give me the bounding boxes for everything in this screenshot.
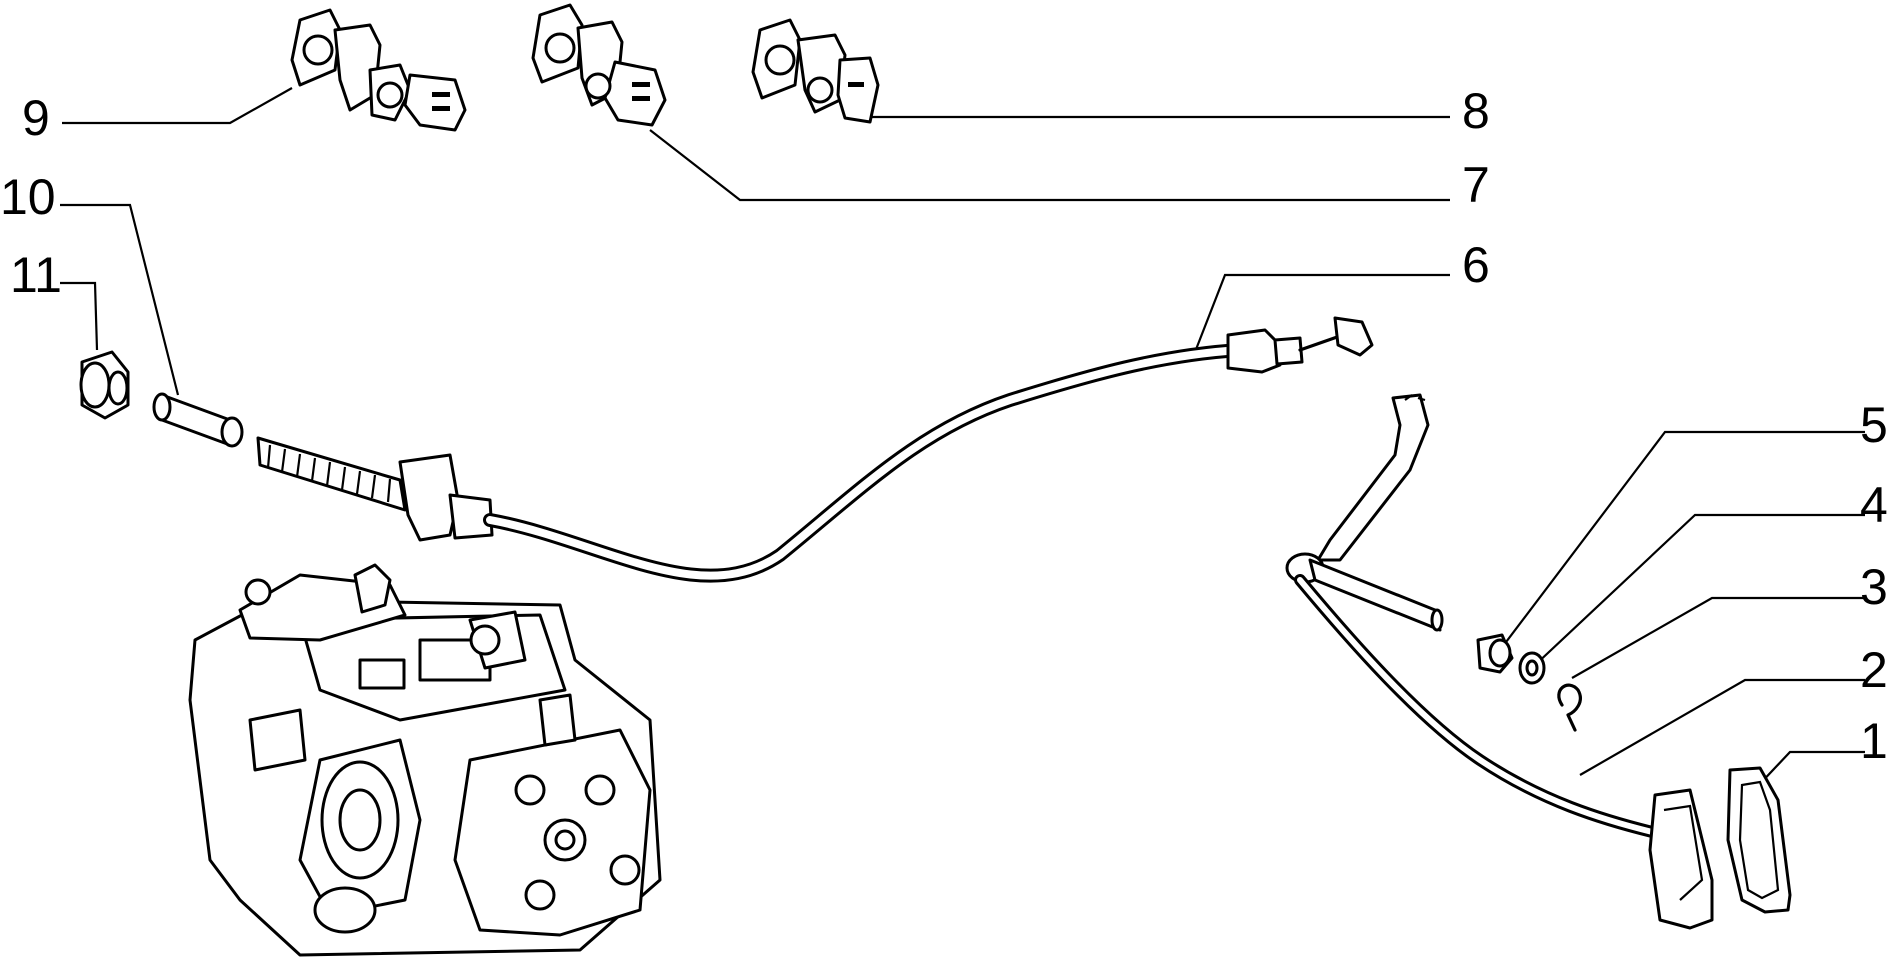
leader-4	[1532, 513, 1865, 668]
leader-7	[649, 129, 1450, 202]
bush-5	[1476, 633, 1514, 674]
leader-5	[1499, 430, 1865, 651]
leader-6	[1193, 273, 1450, 353]
leader-11	[60, 281, 99, 351]
callout-5: 5	[1860, 397, 1888, 453]
callout-11: 11	[10, 247, 62, 303]
washer-4	[1518, 651, 1546, 685]
callout-8: 8	[1462, 83, 1490, 139]
callout-3: 3	[1860, 559, 1888, 615]
callout-1: 1	[1860, 713, 1888, 769]
leader-9	[62, 87, 293, 125]
leader-2	[1579, 678, 1865, 776]
throttle-cable-6	[256, 316, 1374, 583]
callout-10: 10	[0, 169, 56, 225]
callout-2: 2	[1860, 642, 1888, 698]
callout-4: 4	[1860, 477, 1888, 533]
cable-clip-9	[290, 8, 467, 132]
cable-clip-8	[751, 18, 880, 124]
leader-3	[1571, 596, 1865, 679]
callout-9: 9	[22, 90, 50, 146]
injection-pump	[188, 563, 662, 957]
leader-10	[60, 203, 180, 396]
pedal-pad-1	[1726, 766, 1792, 914]
sleeve-10	[152, 392, 244, 448]
cap-11	[79, 350, 130, 420]
accelerator-pedal-2	[1285, 393, 1714, 930]
callout-7: 7	[1462, 157, 1490, 213]
cable-clip-7	[531, 3, 667, 127]
clip-3	[1557, 683, 1582, 732]
callout-6: 6	[1462, 237, 1490, 293]
